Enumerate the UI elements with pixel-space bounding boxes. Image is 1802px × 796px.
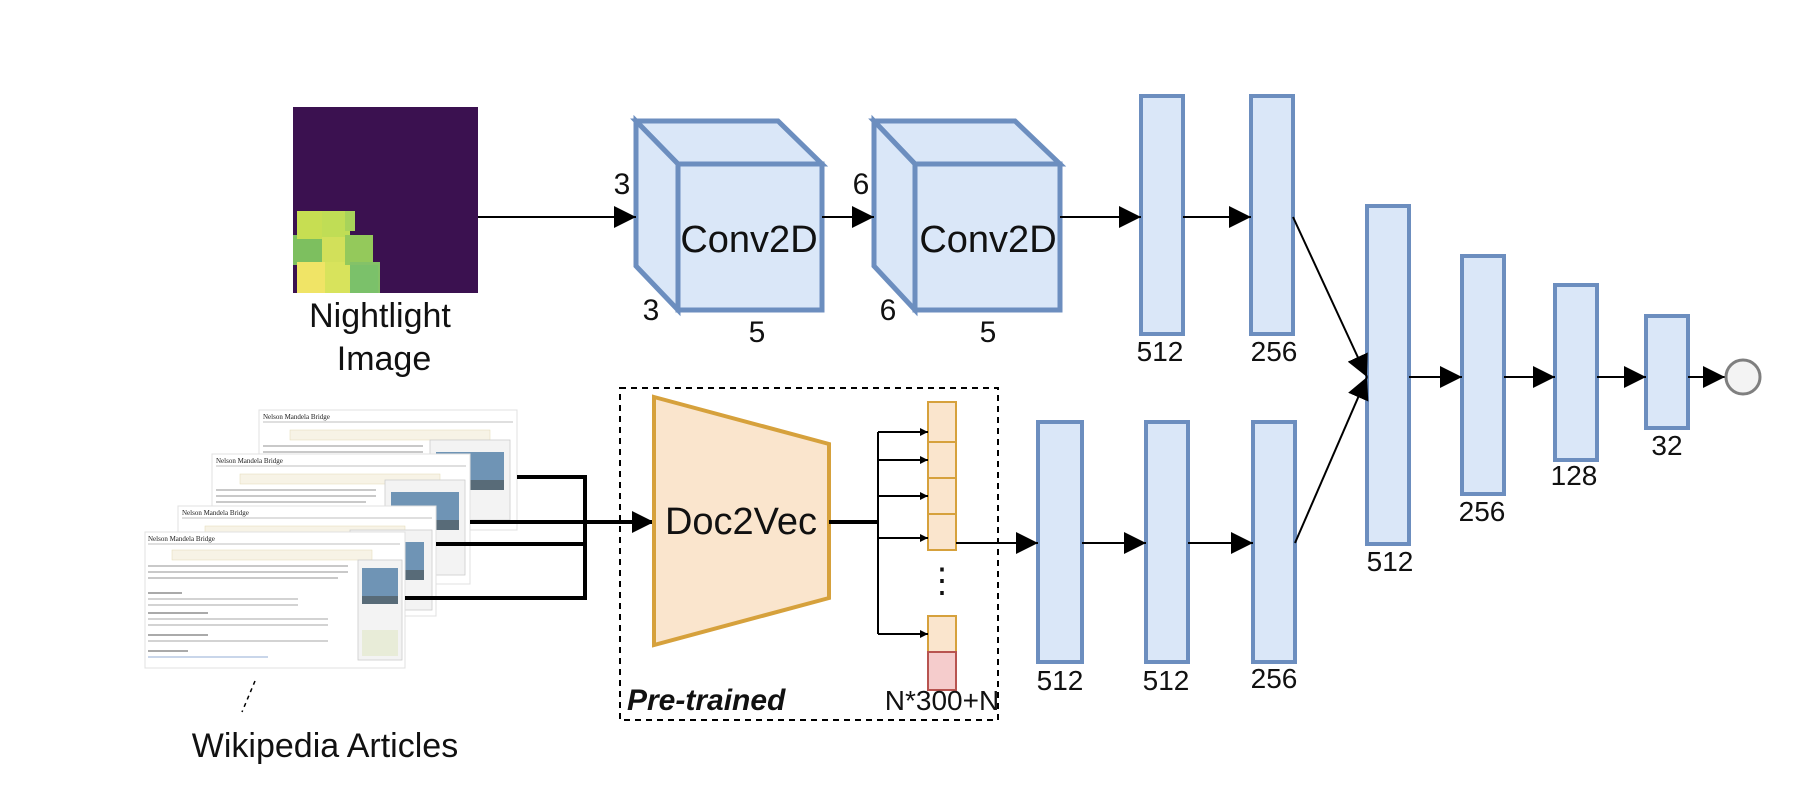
vector-cell <box>927 401 957 443</box>
text-dense-layer-512a <box>1036 420 1084 664</box>
text-dense-256-label: 256 <box>1251 663 1298 694</box>
nightlight-label-line2: Image <box>337 340 432 378</box>
arrow-text-branch-to-merge <box>1294 376 1369 544</box>
wiki-article-title: Nelson Mandela Bridge <box>263 413 330 421</box>
vector-ellipsis: ⋮ <box>925 562 959 600</box>
wiki-article-title: Nelson Mandela Bridge <box>216 457 283 465</box>
conv2d-1-kernel: 5 <box>749 316 766 349</box>
vector-cell <box>927 615 957 653</box>
conv2d-2-label: Conv2D <box>919 219 1056 261</box>
wikipedia-pointer-line <box>241 680 256 713</box>
conv2d-block-2 <box>868 114 1067 317</box>
pretrained-dashed-box <box>619 387 999 721</box>
merged-dense-256-label: 256 <box>1459 496 1506 527</box>
vector-cell <box>927 441 957 479</box>
merged-dense-128-label: 128 <box>1551 460 1598 491</box>
conv2d-1-channels: 3 <box>614 168 631 201</box>
conv2d-block-1 <box>630 114 829 317</box>
doc2vec-block <box>652 394 831 648</box>
merged-dense-layer-32 <box>1644 314 1690 430</box>
conv2d-2-depth: 6 <box>880 294 897 327</box>
article-connectors <box>405 475 587 600</box>
wikipedia-articles-label: Wikipedia Articles <box>192 727 458 765</box>
conv2d-1-depth: 3 <box>643 294 660 327</box>
wikipedia-article-page: Nelson Mandela Bridge <box>144 531 406 669</box>
pretrained-label: Pre-trained <box>627 684 786 717</box>
nightlight-label-line1: Nightlight <box>309 297 451 335</box>
merged-dense-layer-512 <box>1365 204 1411 546</box>
conv2d-2-channels: 6 <box>853 168 870 201</box>
image-dense-layer-256 <box>1249 94 1295 336</box>
doc2vec-output-vector <box>927 401 957 653</box>
image-dense-256-label: 256 <box>1251 336 1298 367</box>
text-dense-512b-label: 512 <box>1143 665 1190 696</box>
vector-cell <box>927 513 957 551</box>
merged-dense-32-label: 32 <box>1651 430 1682 461</box>
merged-dense-layer-128 <box>1553 283 1599 462</box>
image-dense-512-label: 512 <box>1137 336 1184 367</box>
wiki-article-title: Nelson Mandela Bridge <box>148 535 215 543</box>
nightlight-image <box>293 107 478 293</box>
conv2d-2-kernel: 5 <box>980 316 997 349</box>
merged-dense-layer-256 <box>1460 254 1506 496</box>
text-dense-layer-512b <box>1144 420 1190 664</box>
text-dense-layer-256 <box>1251 420 1297 664</box>
doc2vec-label: Doc2Vec <box>665 501 817 543</box>
image-dense-layer-512 <box>1139 94 1185 336</box>
conv2d-1-label: Conv2D <box>680 219 817 261</box>
arrow-image-branch-to-merge <box>1292 216 1368 378</box>
text-dense-512a-label: 512 <box>1037 665 1084 696</box>
vector-size-label: N*300+N <box>885 685 999 716</box>
vector-cell-red <box>927 651 957 691</box>
wikipedia-article-pages: Nelson Mandela Bridge Nelson Mandela Bri… <box>144 409 518 669</box>
vector-cell <box>927 477 957 515</box>
merged-dense-512-label: 512 <box>1367 546 1414 577</box>
output-node <box>1724 358 1762 396</box>
wiki-article-title: Nelson Mandela Bridge <box>182 509 249 517</box>
